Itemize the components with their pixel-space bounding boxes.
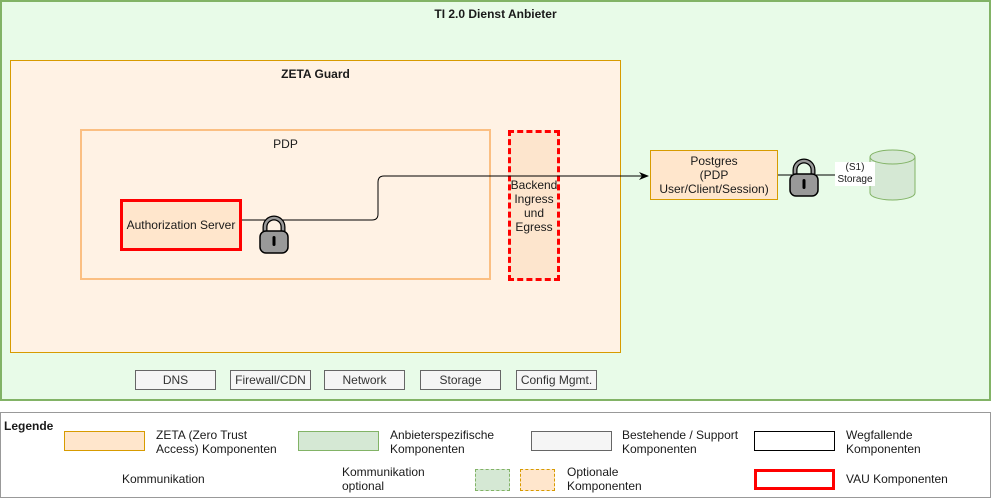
zeta-guard-title: ZETA Guard	[281, 67, 350, 81]
legend-label-support: Bestehende / Support Komponenten	[622, 428, 738, 456]
legend-swatch-optional-green	[475, 469, 510, 491]
support-network[interactable]: Network	[324, 370, 405, 390]
legend-label-zeta-line-1: ZETA (Zero Trust	[156, 428, 248, 442]
storage-label-line-2: Storage	[837, 174, 873, 185]
legend-swatch-zeta	[64, 431, 145, 451]
legend-swatch-anbieter	[298, 431, 379, 451]
legend-label-optional: Optionale Komponenten	[567, 465, 642, 493]
authorization-server-label: Authorization Server	[126, 218, 236, 232]
support-storage[interactable]: Storage	[420, 370, 501, 390]
support-config-mgmt[interactable]: Config Mgmt.	[516, 370, 597, 390]
legend-label-wegfallend-line-1: Wegfallende	[846, 428, 913, 442]
legend-label-anbieter: Anbieterspezifische Komponenten	[390, 428, 494, 456]
storage-label-line-1: (S1)	[845, 162, 865, 173]
legend-label-kommunikation-optional-line-1: Kommunikation	[342, 465, 425, 479]
authorization-server-node[interactable]: Authorization Server	[120, 199, 242, 251]
support-dns[interactable]: DNS	[135, 370, 216, 390]
legend-label-vau: VAU Komponenten	[846, 472, 948, 486]
legend-label-optional-line-2: Komponenten	[567, 479, 642, 493]
legend-label-kommunikation-optional-line-2: optional	[342, 479, 385, 493]
legend-swatch-support	[531, 431, 612, 451]
postgres-node[interactable]: Postgres (PDP User/Client/Session)	[650, 150, 778, 200]
backend-label-line-2: Ingress	[514, 191, 554, 206]
legend-swatch-optional-orange	[520, 469, 555, 491]
legend-label-support-line-2: Komponenten	[622, 442, 697, 456]
backend-label-line-3: und	[523, 205, 545, 220]
pdp-title: PDP	[273, 137, 298, 151]
legend-label-kommunikation-optional: Kommunikation optional	[342, 465, 425, 493]
support-firewall-cdn[interactable]: Firewall/CDN	[230, 370, 311, 390]
legend-title: Legende	[4, 419, 54, 433]
legend-label-anbieter-line-1: Anbieterspezifische	[390, 428, 495, 442]
outer-title: TI 2.0 Dienst Anbieter	[434, 7, 557, 21]
legend-label-zeta-line-2: Access) Komponenten	[156, 442, 277, 456]
backend-label-line-4: Egress	[515, 219, 553, 234]
postgres-label-line-2: (PDP	[699, 168, 729, 182]
legend-label-anbieter-line-2: Komponenten	[390, 442, 465, 456]
legend-swatch-wegfallend	[754, 431, 835, 451]
legend-label-wegfallend: Wegfallende Komponenten	[846, 428, 921, 456]
legend-swatch-vau	[754, 469, 835, 490]
backend-ingress-egress-node[interactable]: Backend Ingress und Egress	[508, 130, 560, 281]
storage-label: (S1) Storage	[835, 162, 875, 186]
legend-label-wegfallend-line-2: Komponenten	[846, 442, 921, 456]
postgres-label-line-3: User/Client/Session)	[659, 182, 769, 196]
legend-label-kommunikation: Kommunikation	[122, 472, 205, 486]
legend-label-optional-line-1: Optionale	[567, 465, 619, 479]
legend-label-support-line-1: Bestehende / Support	[622, 428, 739, 442]
backend-label-line-1: Backend	[510, 177, 558, 192]
postgres-label-line-1: Postgres	[690, 154, 738, 168]
legend-label-zeta: ZETA (Zero Trust Access) Komponenten	[156, 428, 277, 456]
